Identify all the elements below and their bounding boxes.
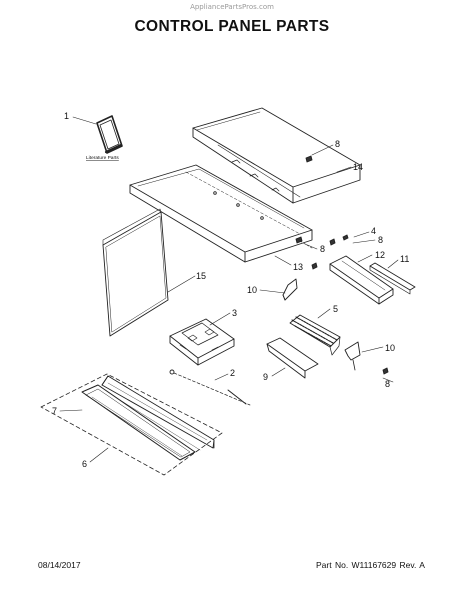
footer-part-number: Part No. W11167629 Rev. A xyxy=(316,560,425,570)
watermark: AppliancePartsPros.com xyxy=(190,3,274,11)
mounting-shelf xyxy=(266,337,319,379)
bracket-right xyxy=(344,341,361,371)
callout-numbers: 1 2 3 4 5 6 7 8 8 8 8 9 10 10 11 12 13 1… xyxy=(52,111,409,469)
callout-15: 15 xyxy=(196,271,206,281)
callout-2: 2 xyxy=(230,368,235,378)
callout-12: 12 xyxy=(375,250,385,260)
bracket-left xyxy=(282,278,298,301)
callout-11: 11 xyxy=(400,254,409,264)
callout-4: 4 xyxy=(371,226,376,236)
heater-element xyxy=(289,314,341,356)
control-panel-cover xyxy=(192,107,361,204)
rear-panel xyxy=(102,208,169,337)
callout-3: 3 xyxy=(232,308,237,318)
callout-1: 1 xyxy=(64,111,69,121)
control-board xyxy=(169,318,235,366)
rail-bracket xyxy=(329,255,394,305)
page-title: CONTROL PANEL PARTS xyxy=(134,18,330,35)
leader-lines xyxy=(59,116,399,463)
glass-assembly xyxy=(40,373,223,476)
callout-10b: 10 xyxy=(385,343,395,353)
trim-strip xyxy=(369,262,416,295)
callout-14: 14 xyxy=(353,162,363,172)
callout-13: 13 xyxy=(293,262,303,272)
callout-8c: 8 xyxy=(320,244,325,254)
screws xyxy=(295,155,389,375)
callout-7: 7 xyxy=(52,406,57,416)
callout-5: 5 xyxy=(333,304,338,314)
callout-9: 9 xyxy=(263,372,268,382)
literature-label: Literature Parts xyxy=(86,155,119,161)
spring-rod xyxy=(169,369,251,406)
callout-10a: 10 xyxy=(247,285,257,295)
callout-8d: 8 xyxy=(385,379,390,389)
literature-parts: Literature Parts xyxy=(86,115,123,161)
control-panel-frame xyxy=(129,164,313,263)
callout-8b: 8 xyxy=(378,235,383,245)
footer-date: 08/14/2017 xyxy=(38,560,81,570)
callout-6: 6 xyxy=(82,459,87,469)
callout-8a: 8 xyxy=(335,139,340,149)
